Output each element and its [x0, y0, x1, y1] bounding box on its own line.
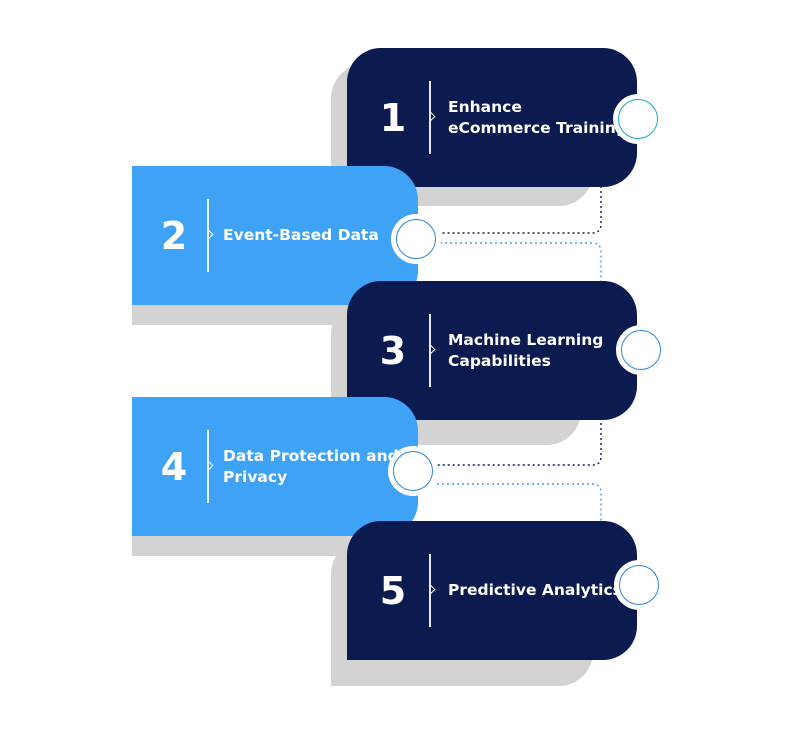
connector-4-5 — [437, 483, 602, 522]
connector-node-icon — [616, 325, 666, 375]
step-5-label: Predictive Analytics — [448, 581, 622, 599]
step-2-number: 2 — [160, 213, 188, 258]
step-1-card: 1 Enhance eCommerce Training — [347, 48, 637, 187]
step-2-label: Event-Based Data — [223, 226, 379, 244]
connector-2-3 — [440, 242, 602, 282]
chevron-divider-icon — [429, 554, 431, 627]
chevron-divider-icon — [207, 430, 209, 503]
connector-1-2 — [440, 186, 602, 234]
connector-3-4 — [437, 418, 602, 466]
step-3-card: 3 Machine Learning Capabilities — [347, 281, 637, 420]
step-4-number: 4 — [160, 444, 188, 489]
step-3-label: Machine Learning Capabilities — [448, 330, 604, 370]
step-1-number: 1 — [379, 95, 407, 140]
step-5-number: 5 — [379, 568, 407, 613]
connector-node-icon — [614, 560, 664, 610]
connector-node-icon — [613, 94, 663, 144]
step-5-card: 5 Predictive Analytics — [347, 521, 637, 660]
chevron-divider-icon — [429, 81, 431, 154]
step-4-label: Data Protection and Privacy — [223, 446, 399, 486]
connector-node-icon — [391, 214, 441, 264]
chevron-divider-icon — [429, 314, 431, 387]
chevron-divider-icon — [207, 199, 209, 272]
step-1-label: Enhance eCommerce Training — [448, 97, 627, 137]
connector-node-icon — [388, 446, 438, 496]
step-3-number: 3 — [379, 328, 407, 373]
step-4-card: 4 Data Protection and Privacy — [132, 397, 418, 536]
